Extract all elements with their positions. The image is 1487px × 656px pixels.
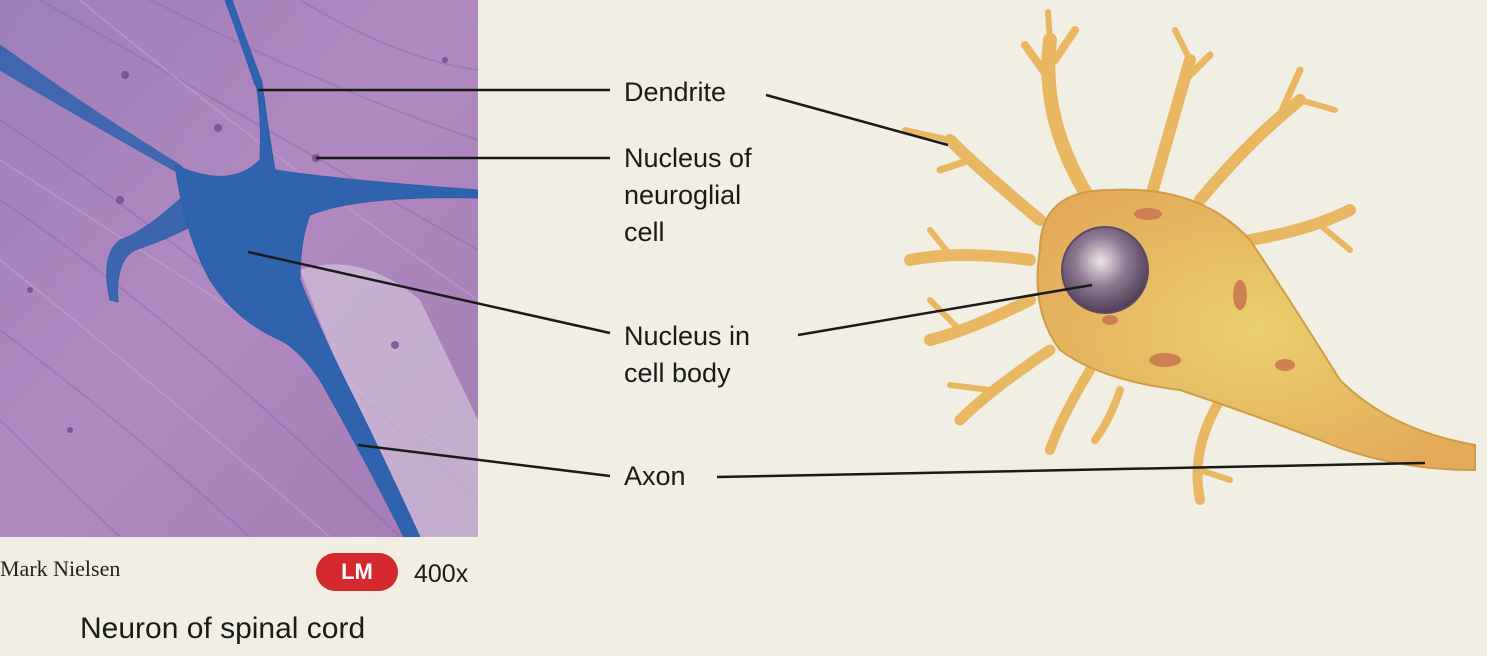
axon-label: Axon bbox=[624, 461, 686, 491]
leader-lines bbox=[247, 88, 1426, 479]
nucleus-illustration bbox=[1061, 226, 1149, 314]
organelles bbox=[1102, 208, 1295, 371]
dendrite-branches bbox=[902, 9, 1356, 505]
magnification: 400x bbox=[414, 560, 469, 588]
dendrite-label: Dendrite bbox=[624, 77, 727, 107]
lm-badge: LM bbox=[316, 553, 398, 591]
neuroglial-nucleus-label: Nucleus of neuroglial cell bbox=[624, 143, 752, 247]
figure-caption: Neuron of spinal cord bbox=[80, 612, 366, 645]
photo-credit: Mark Nielsen bbox=[0, 556, 121, 581]
cell-body-nucleus-label: Nucleus in cell body bbox=[624, 321, 751, 388]
